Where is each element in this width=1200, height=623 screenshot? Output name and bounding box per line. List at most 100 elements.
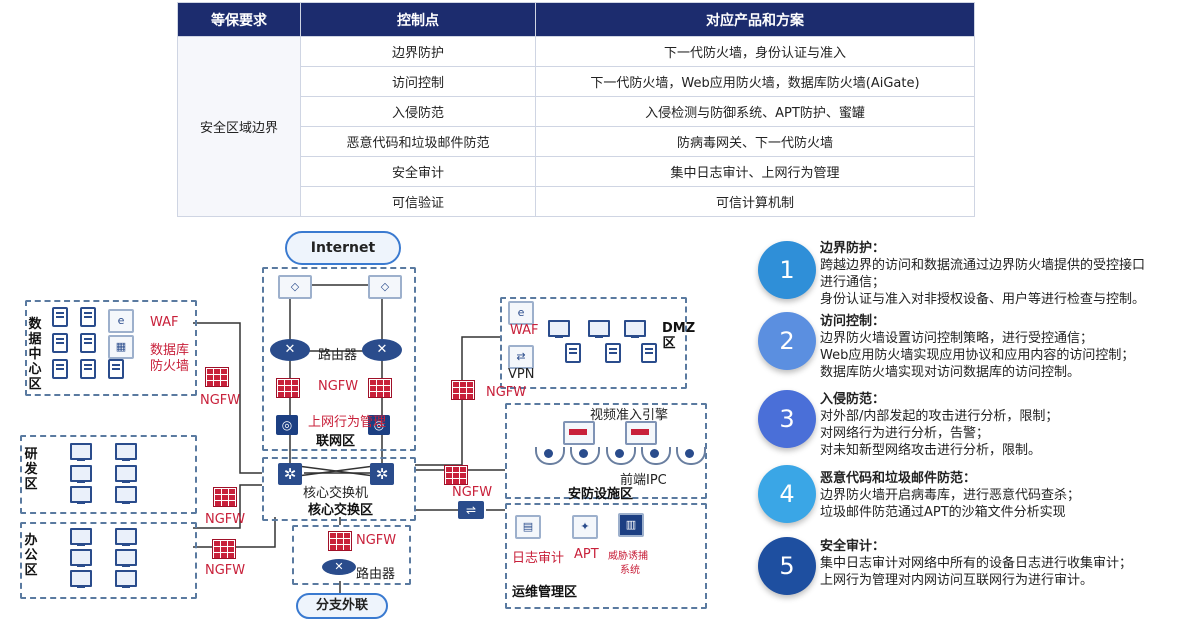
server-icon [641,343,657,363]
server-icon [52,359,68,379]
router-icon: ✕ [322,559,356,575]
waf-label: WAF [510,323,539,338]
pc-icon [115,528,137,546]
log-audit-icon: ▤ [515,515,541,539]
ngfw-label: NGFW [452,485,493,500]
header-solution: 对应产品和方案 [535,2,975,37]
header-requirement: 等保要求 [177,2,301,37]
pc-icon [115,549,137,567]
firewall-icon [444,465,468,485]
requirements-table: 等保要求 控制点 对应产品和方案 安全区域边界 边界防护 下一代防火墙，身份认证… [177,2,975,217]
item-line: 对外部/内部发起的攻击进行分析，限制； [820,409,1059,424]
router-label: 路由器 [318,348,358,363]
apt-label: APT [574,547,599,562]
solution-cell: 可信计算机制 [535,186,975,217]
item-title: 入侵防范： [820,392,886,407]
table-row: 可信验证 可信计算机制 [178,186,975,217]
table-row: 安全区域边界 边界防护 下一代防火墙，身份认证与准入 [177,36,975,217]
security-facility-zone-label: 安防设施区 [568,487,634,502]
video-engine-icon [625,421,657,445]
datacenter-zone [25,300,197,396]
server-icon [565,343,581,363]
pc-icon [70,443,92,461]
pc-icon [115,443,137,461]
item-line: 数据库防火墙实现对访问数据库的访问控制。 [820,365,1081,380]
number-badge: 1 [758,241,816,299]
server-icon [52,333,68,353]
item-line: 进行通信； [820,275,886,290]
pc-icon [624,320,646,338]
office-zone-label: 办公区 [24,533,38,578]
number-badge: 2 [758,312,816,370]
camera-icon [676,447,706,465]
firewall-icon [213,487,237,507]
control-point-cell: 入侵防范 [300,96,536,127]
core-zone [262,457,416,521]
core-switch-icon: ✲ [370,463,394,485]
ngfw-label: NGFW [356,533,397,548]
pc-icon [115,570,137,588]
table-row: 访问控制 下一代防火墙，Web应用防火墙，数据库防火墙(AiGate) [178,66,975,97]
video-engine-icon [563,421,595,445]
apt-icon: ✦ [572,515,598,539]
waf-icon: e [108,309,134,333]
item-line: 边界防火墙开启病毒库，进行恶意代码查杀； [820,488,1081,503]
behavior-management-icon: ◎ [276,415,298,435]
dmz-zone [500,297,687,389]
threat-trap-icon: ▥ [618,513,644,537]
server-icon [80,307,96,327]
database-firewall-icon: ▦ [108,335,134,359]
waf-icon: e [508,301,534,325]
number-badge: 5 [758,537,816,595]
log-audit-label: 日志审计 [512,551,565,566]
camera-icon [641,447,671,465]
firewall-icon [328,531,352,551]
item-line: 垃圾邮件防范通过APT的沙箱文件分析实现 [820,505,1066,520]
router-icon: ✕ [362,339,402,361]
behavior-management-label: 上网行为管理 [308,415,387,430]
ops-zone-label: 运维管理区 [512,585,578,600]
item-line: 身份认证与准入对非授权设备、用户等进行检查与控制。 [820,292,1146,307]
firewall-icon [276,378,300,398]
security-facility-zone [505,403,707,499]
ipc-label: 前端IPC [620,473,667,488]
pc-icon [588,320,610,338]
firewall-icon [368,378,392,398]
camera-icon [570,447,600,465]
header-control-point: 控制点 [300,2,536,37]
database-firewall-label-2: 防火墙 [150,359,190,374]
table-row: 恶意代码和垃圾邮件防范 防病毒网关、下一代防火墙 [178,126,975,157]
internet-cloud: Internet [285,231,401,265]
item-title: 恶意代码和垃圾邮件防范： [820,471,977,486]
item-title: 安全审计： [820,539,886,554]
internet-zone-label: 联网区 [316,434,356,449]
pc-icon [115,465,137,483]
explanation-item: 4 恶意代码和垃圾邮件防范： 边界防火墙开启病毒库，进行恶意代码查杀； 垃圾邮件… [758,465,1198,529]
item-line: Web应用防火墙实现应用协议和应用内容的访问控制； [820,348,1135,363]
item-line: 边界防火墙设置访问控制策略，进行受控通信； [820,331,1094,346]
dev-zone [20,435,197,514]
control-point-cell: 访问控制 [300,66,536,97]
server-icon [80,359,96,379]
ngfw-label: NGFW [318,379,359,394]
server-icon [108,359,124,379]
solution-cell: 入侵检测与防御系统、APT防护、蜜罐 [535,96,975,127]
ops-zone [505,503,707,609]
solution-cell: 下一代防火墙，身份认证与准入 [535,36,975,67]
explanation-item: 5 安全审计： 集中日志审计对网络中所有的设备日志进行收集审计； 上网行为管理对… [758,535,1198,597]
item-line: 跨越边界的访问和数据流通过边界防火墙提供的受控接口 [820,258,1146,273]
branch-zone [292,525,411,585]
solution-cell: 下一代防火墙，Web应用防火墙，数据库防火墙(AiGate) [535,66,975,97]
explanation-item: 3 入侵防范： 对外部/内部发起的攻击进行分析，限制； 对网络行为进行分析，告警… [758,388,1198,458]
threat-trap-label-2: 系统 [620,565,640,576]
control-point-cell: 可信验证 [300,186,536,217]
pc-icon [70,465,92,483]
item-line: 对网络行为进行分析，告警； [820,426,990,441]
behavior-management-icon: ◎ [368,415,390,435]
datacenter-zone-label: 数据中心区 [28,317,42,392]
server-icon [80,333,96,353]
explanation-item: 2 访问控制： 边界防火墙设置访问控制策略，进行受控通信； Web应用防火墙实现… [758,310,1198,380]
control-point-cell: 边界防护 [300,36,536,67]
number-badge: 4 [758,465,816,523]
firewall-icon [212,539,236,559]
